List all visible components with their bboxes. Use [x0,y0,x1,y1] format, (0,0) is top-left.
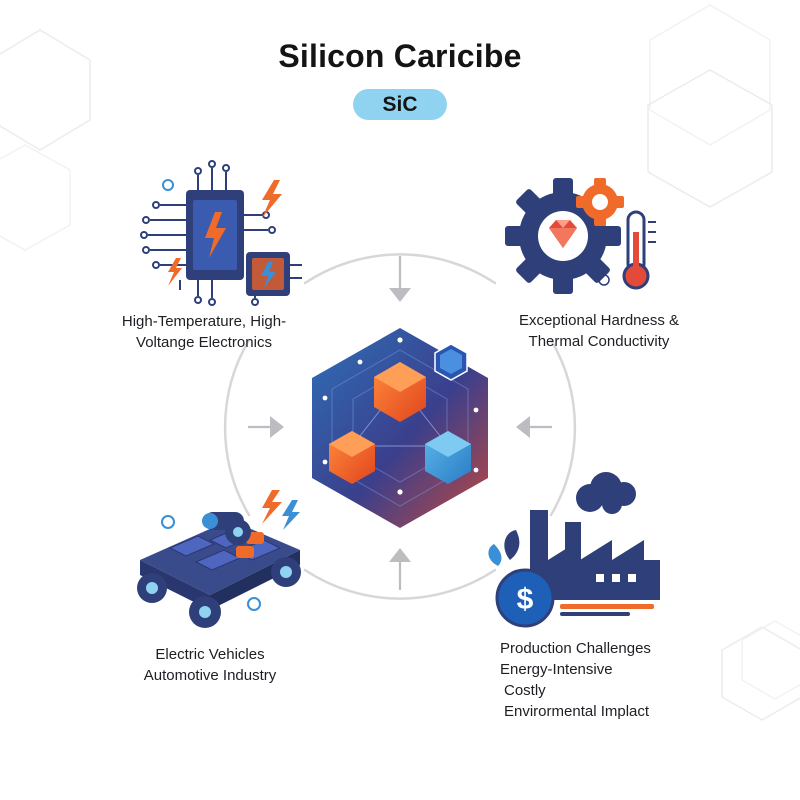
page-title: Silicon Caricibe [278,38,522,74]
gear-diamond-thermometer-icon [505,178,656,294]
center-hexagon-icon [312,328,488,528]
label-production-challenges: Production Challenges Energy-Intensive C… [500,640,651,720]
ring-arc-top [303,253,497,285]
arrow-right-icon [270,416,284,438]
ev-chassis-icon [137,490,301,628]
orange-crystal-cube [374,362,426,422]
circuit-chip-icon [140,160,302,306]
arrow-down-icon [389,288,411,302]
formula-badge: SiC [353,89,447,120]
arrow-left-icon [516,416,530,438]
svg-text:$: $ [517,583,534,616]
arrow-up-icon [389,548,411,562]
label-electric-vehicles: Electric Vehicles Automotive Industry [143,646,277,684]
factory-dollar-icon: $ [488,472,660,628]
small-hexagon-icon [434,343,468,381]
label-hardness-conductivity: Exceptional Hardness & Thermal Conductiv… [518,312,680,350]
orange-crystal-cube-small [329,431,375,484]
blue-crystal-cube [425,431,471,484]
label-high-temp-electronics: High-Temperature, High- Voltange Electro… [121,313,287,351]
